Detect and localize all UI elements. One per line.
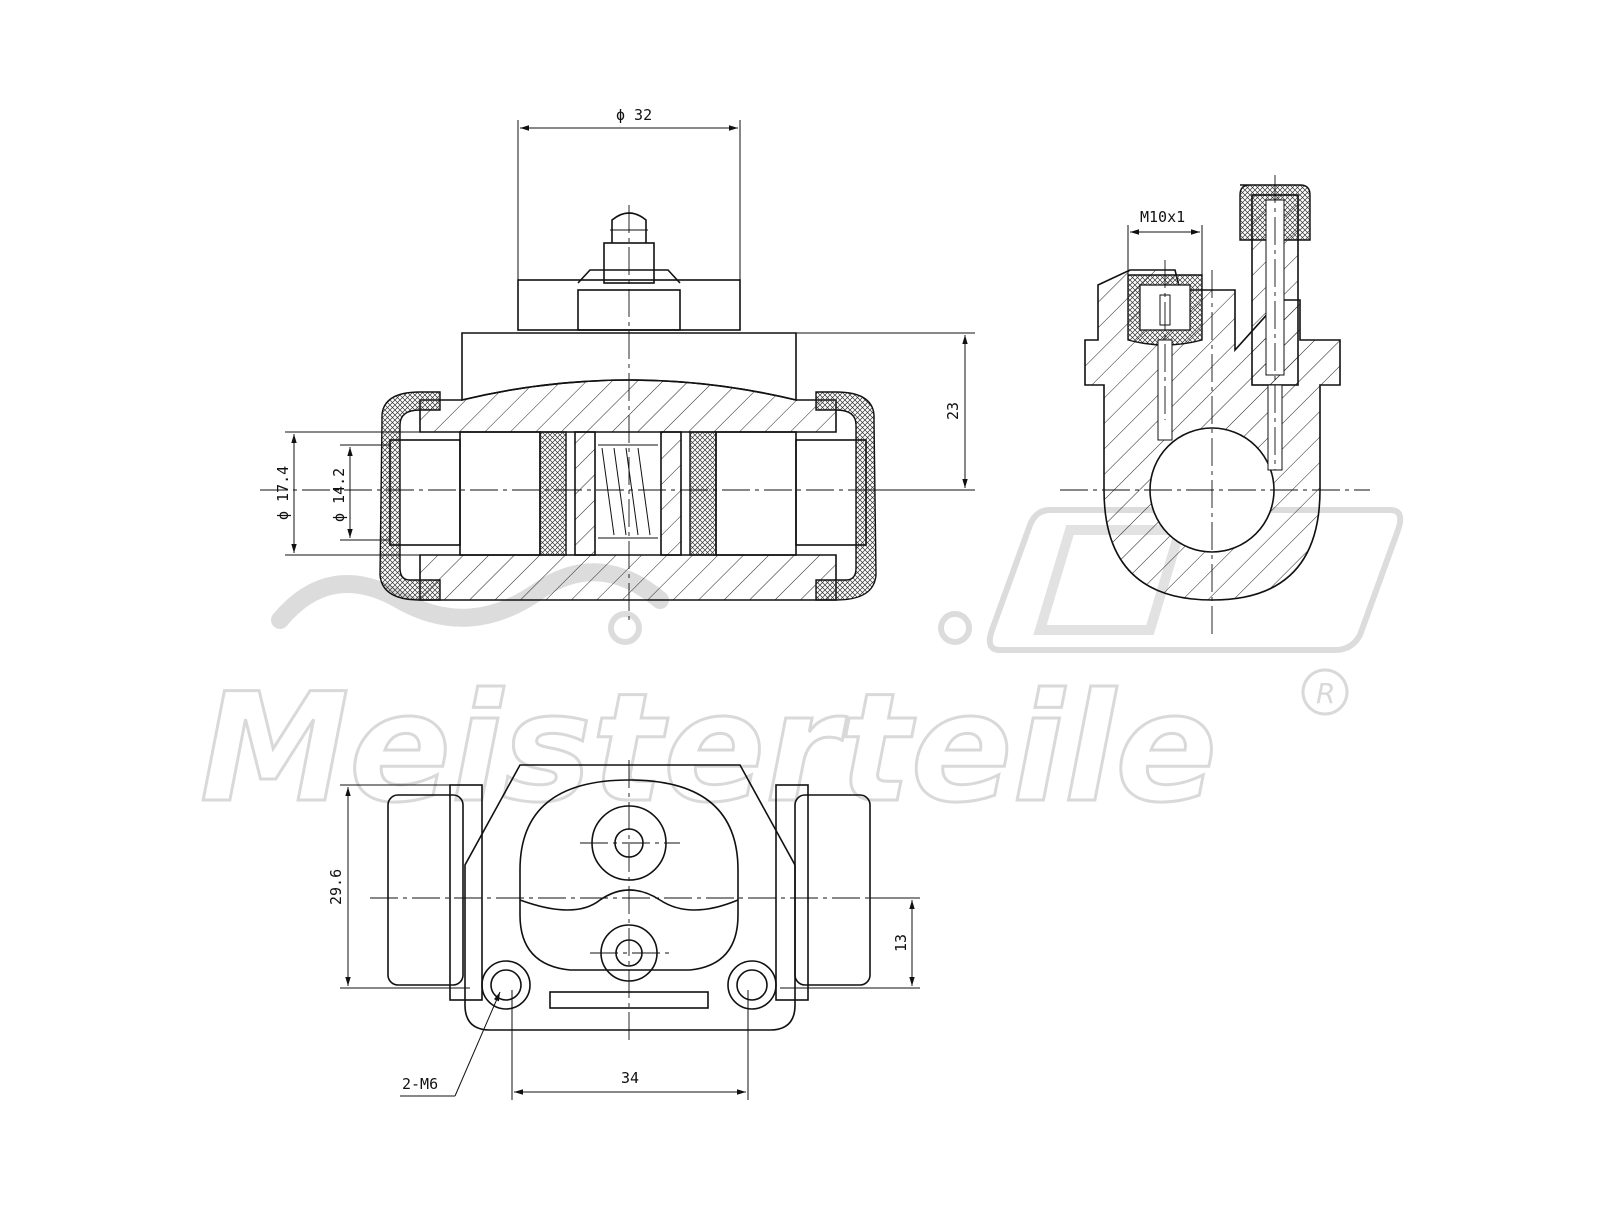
dim-label-center-offset: 13	[892, 934, 910, 952]
body-lower-wall	[419, 554, 837, 601]
left-boot-outline	[387, 794, 464, 986]
right-bolt-hole-icon	[736, 969, 768, 1001]
right-piston	[715, 431, 797, 556]
watermark-dot-icon	[938, 611, 972, 645]
body-upper-wall	[419, 379, 837, 433]
side-section-view	[1060, 175, 1370, 635]
dimension-inner-bore: ϕ 14.2	[330, 444, 390, 541]
dim-label-holes: 2-M6	[402, 1075, 438, 1093]
dim-label-outer-bore: ϕ 17.4	[274, 466, 292, 520]
dim-label-inner-bore: ϕ 14.2	[330, 468, 348, 522]
dim-label-hole-spacing: 34	[621, 1069, 639, 1087]
watermark-registered: R	[1316, 677, 1335, 710]
bottom-plan-view	[370, 760, 910, 1040]
mounting-plate	[464, 764, 796, 1031]
return-spring-icon	[601, 447, 651, 536]
left-piston-cup	[539, 431, 567, 556]
dimension-hole-spacing: 34	[511, 990, 749, 1100]
dim-label-body-width: ϕ 32	[616, 106, 652, 124]
dim-label-mount-height: 29.6	[327, 869, 345, 905]
dimension-outer-bore: ϕ 17.4	[274, 431, 420, 556]
watermark: Meisterteile R	[199, 507, 1404, 838]
left-spring-seat	[574, 431, 596, 556]
right-piston-cup	[689, 431, 717, 556]
right-spring-seat	[660, 431, 682, 556]
dim-label-thread: M10x1	[1140, 208, 1185, 226]
left-bolt-hole	[481, 960, 531, 1010]
watermark-dot-icon	[608, 611, 642, 645]
right-bolt-hole	[727, 960, 777, 1010]
watermark-badge-icon	[986, 507, 1404, 653]
front-section-view	[260, 205, 900, 620]
dimension-body-width: ϕ 32	[517, 106, 741, 320]
right-dust-boot	[815, 391, 877, 601]
dimension-height: 23	[796, 332, 975, 491]
left-dust-boot	[379, 391, 441, 601]
leader-bolt-holes: 2-M6	[400, 991, 501, 1097]
dim-label-height: 23	[944, 402, 962, 420]
left-bolt-hole-icon	[490, 969, 522, 1001]
dimension-thread: M10x1	[1127, 208, 1203, 275]
left-piston	[459, 431, 541, 556]
watermark-brand: Meisterteile	[200, 662, 1217, 836]
dimension-mount-height: 29.6	[327, 784, 470, 989]
dimension-center-offset: 13	[780, 897, 920, 989]
body-boss	[519, 779, 739, 971]
registered-mark-icon	[1301, 668, 1349, 716]
